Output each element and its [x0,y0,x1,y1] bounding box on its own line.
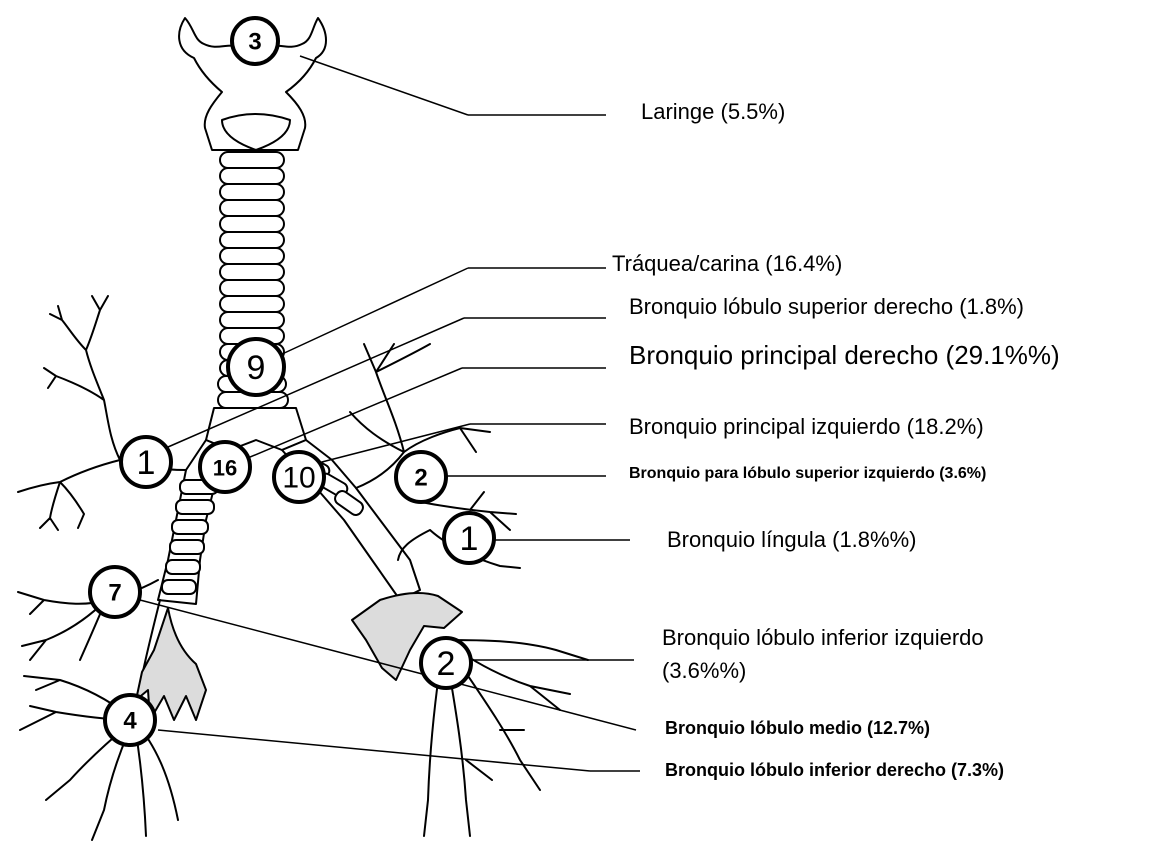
label-rul: Bronquio lóbulo superior derecho (1.8%) [629,294,1024,319]
marker-lingula: 1 [444,513,494,563]
label-rll: Bronquio lóbulo inferior derecho (7.3%) [665,760,1004,781]
label-lul: Bronquio para lóbulo superior izquierdo … [629,465,986,483]
marker-lul: 2 [396,452,446,502]
label-rmb: Bronquio principal derecho (29.1%%) [629,341,1060,371]
marker-rmb: 16 [200,442,250,492]
label-lingula: Bronquio língula (1.8%%) [667,527,916,552]
marker-number: 1 [460,520,479,558]
marker-number: 4 [123,708,137,735]
label-lll-line1: Bronquio lóbulo inferior izquierdo [662,625,984,650]
marker-number: 2 [414,465,427,492]
label-laringe: Laringe (5.5%) [641,99,785,124]
marker-number: 10 [282,462,315,495]
marker-lmb: 10 [274,452,324,502]
marker-number: 1 [137,444,156,482]
marker-rml: 7 [90,567,140,617]
marker-number: 7 [108,580,121,607]
label-traquea: Tráquea/carina (16.4%) [612,251,842,276]
label-lmb: Bronquio principal izquierdo (18.2%) [629,414,984,439]
marker-rll: 4 [105,695,155,745]
marker-number: 9 [247,349,266,387]
marker-larynx: 3 [232,18,278,64]
label-lll-line2: (3.6%%) [662,658,746,683]
marker-rul: 1 [121,437,171,487]
right-upper-lobe-branches [18,296,186,530]
marker-number: 3 [248,29,261,56]
marker-trachea: 9 [228,339,284,395]
marker-number: 2 [437,645,456,683]
label-rml: Bronquio lóbulo medio (12.7%) [665,718,930,739]
marker-number: 16 [213,456,237,481]
marker-lll: 2 [421,638,471,688]
